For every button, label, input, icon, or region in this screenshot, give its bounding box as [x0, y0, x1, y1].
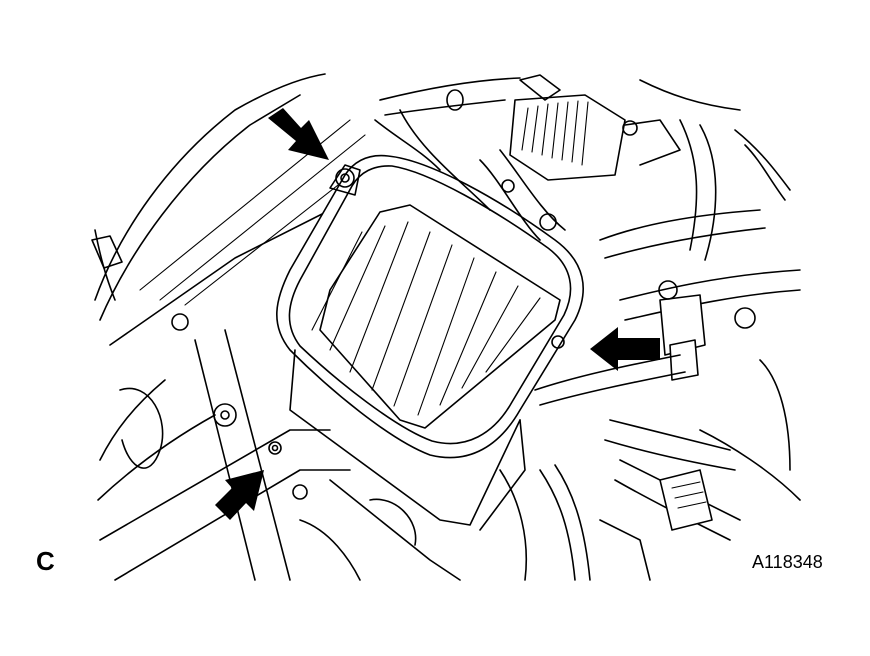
view-label: C: [36, 546, 55, 576]
arrow-lower-left-icon: [215, 470, 264, 520]
air-filter-pleats: [311, 221, 541, 416]
hoses-right: [499, 209, 801, 581]
fender-panel: [91, 73, 371, 501]
air-cleaner-case: [268, 154, 584, 531]
arrow-right-icon: [590, 327, 660, 371]
relay-block: [479, 74, 681, 241]
arrow-upper-left-icon: [268, 108, 329, 160]
wire-harness-upper: [374, 77, 791, 261]
figure-id: A118348: [752, 552, 823, 572]
lower-frame: [99, 313, 461, 581]
